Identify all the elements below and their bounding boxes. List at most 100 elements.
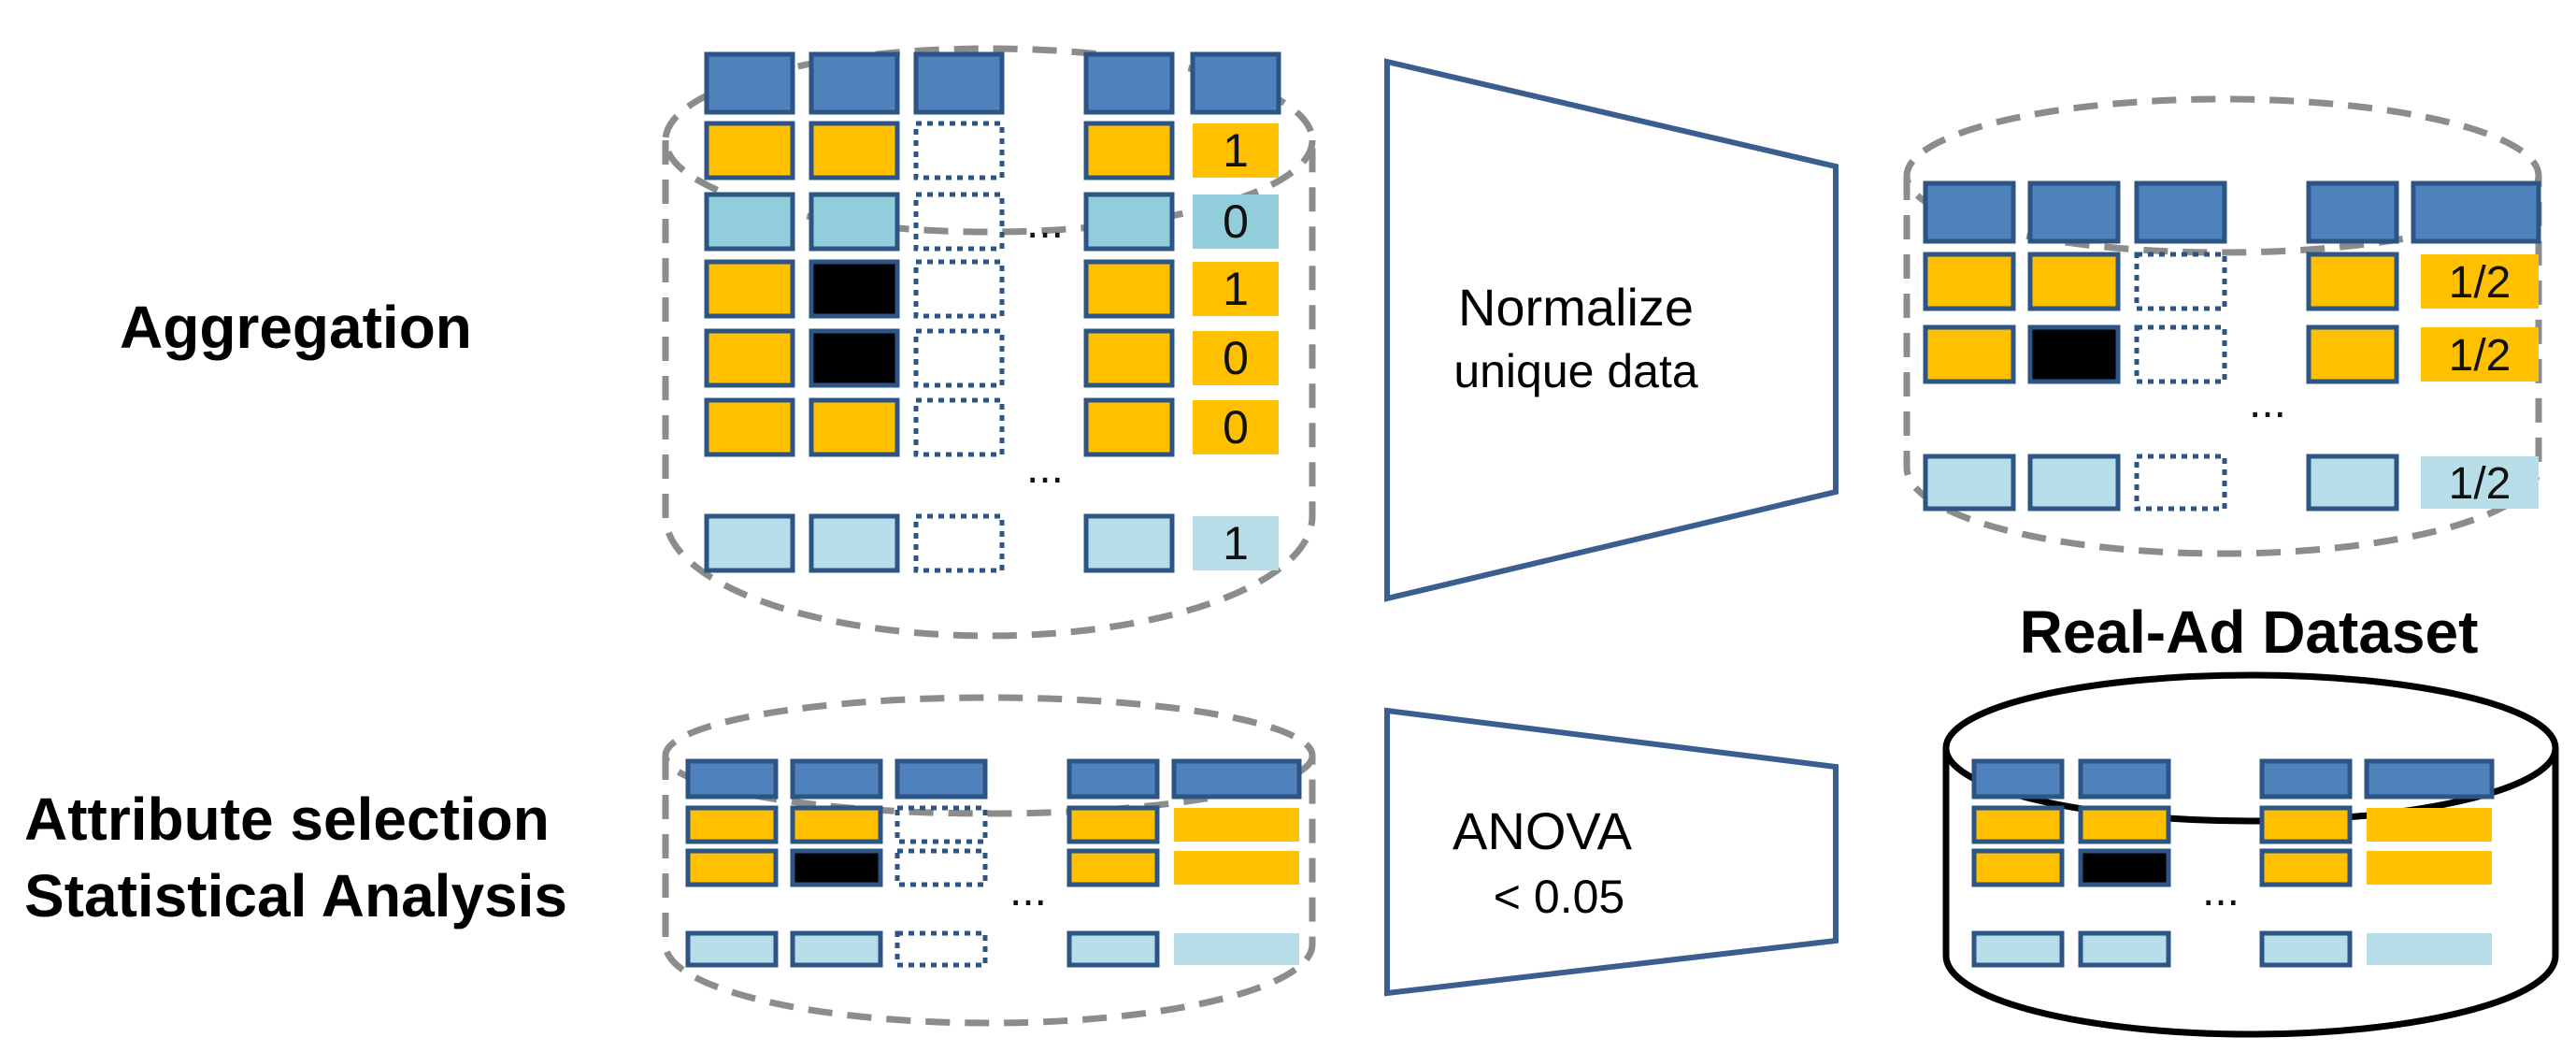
header-cell	[2134, 180, 2227, 244]
anova-funnel: ANOVA < 0.05	[1384, 707, 1839, 997]
data-cell	[2078, 805, 2171, 844]
header-cell	[1083, 51, 1175, 115]
header-cell	[2259, 758, 2353, 800]
table-row: 0	[704, 328, 1279, 388]
value-cell	[2367, 808, 2492, 842]
attribute-selection-database: ...	[662, 694, 1316, 1027]
empty-dotted-cell	[894, 848, 988, 887]
data-cell	[1083, 513, 1175, 573]
data-cell	[1083, 192, 1175, 252]
data-cell	[1066, 930, 1160, 968]
empty-dotted-cell	[2134, 454, 2227, 512]
header-row	[704, 51, 1281, 115]
table-row	[1971, 848, 2492, 887]
table-row: 1/2	[1923, 252, 2539, 311]
statistical-analysis-label: Statistical Analysis	[24, 862, 567, 930]
data-cell	[2306, 252, 2399, 311]
header-cell	[1971, 758, 2065, 800]
empty-dotted-cell	[894, 805, 988, 844]
normalize-funnel: Normalize unique data	[1384, 58, 1839, 602]
data-cell	[1971, 848, 2065, 887]
table-row: 1	[704, 513, 1279, 573]
ellipsis: ...	[1026, 198, 1064, 248]
table-row	[1971, 930, 2492, 968]
empty-dotted-cell	[913, 259, 1005, 319]
value-cell	[1193, 195, 1279, 249]
cylinder-top	[662, 694, 1316, 817]
data-cell	[1923, 252, 2016, 311]
data-cell	[1066, 805, 1160, 844]
header-cell	[1171, 758, 1302, 800]
value-label: 0	[1223, 195, 1249, 248]
funnel-label-line1: ANOVA	[1453, 801, 1633, 860]
data-cell	[1066, 848, 1160, 887]
data-cell	[1083, 259, 1175, 319]
data-cell	[1971, 930, 2065, 968]
table-row	[685, 805, 1299, 844]
empty-dotted-cell	[913, 397, 1005, 457]
attribute-selection-label: Attribute selection	[24, 785, 550, 853]
data-cell	[704, 328, 795, 388]
value-label: 1	[1223, 124, 1249, 177]
value-cell	[2421, 254, 2539, 309]
data-cell	[809, 192, 900, 252]
cylinder-top	[1942, 671, 2559, 825]
real-ad-database: ...	[1942, 671, 2559, 1038]
funnel-shape	[1384, 707, 1839, 997]
header-cell	[704, 51, 795, 115]
header-cell	[809, 51, 900, 115]
cylinder-outline	[662, 756, 1316, 1027]
value-cell	[1174, 808, 1299, 842]
black-cell	[2078, 848, 2171, 887]
data-cell	[1083, 397, 1175, 457]
empty-dotted-cell	[913, 121, 1005, 180]
table-row: 1	[704, 121, 1279, 180]
data-cell	[809, 513, 900, 573]
empty-dotted-cell	[894, 930, 988, 968]
data-cell	[704, 513, 795, 573]
funnel-shape	[1384, 58, 1839, 602]
header-cell	[685, 758, 779, 800]
data-cell	[1971, 805, 2065, 844]
ellipsis: ...	[1026, 443, 1064, 493]
data-cell	[2027, 454, 2121, 512]
data-cell	[685, 848, 779, 887]
empty-dotted-cell	[2134, 324, 2227, 384]
table-row: 0	[704, 397, 1279, 457]
header-cell	[2364, 758, 2495, 800]
data-cell	[704, 121, 795, 180]
black-cell	[809, 259, 900, 319]
data-cell	[809, 121, 900, 180]
header-row	[1971, 758, 2495, 800]
data-cell	[1083, 328, 1175, 388]
data-cell	[790, 805, 883, 844]
table-row: 1/2	[1923, 454, 2539, 512]
data-cell	[2306, 454, 2399, 512]
value-label: 1	[1223, 263, 1249, 315]
black-cell	[2027, 324, 2121, 384]
table-row	[1971, 805, 2492, 844]
table-row	[685, 930, 1299, 968]
data-cell	[704, 192, 795, 252]
value-label: 1/2	[2449, 258, 2512, 308]
empty-dotted-cell	[913, 513, 1005, 573]
value-label: 0	[1223, 332, 1249, 384]
data-cell	[809, 397, 900, 457]
header-cell	[2078, 758, 2171, 800]
table-row: 1/2	[1923, 324, 2539, 384]
value-cell	[1193, 262, 1279, 316]
header-cell	[894, 758, 988, 800]
header-cell	[1066, 758, 1160, 800]
value-cell	[1193, 516, 1279, 570]
table-row	[685, 848, 1299, 887]
header-row	[1923, 180, 2541, 244]
value-cell	[2367, 851, 2492, 885]
black-cell	[790, 848, 883, 887]
data-cell	[704, 259, 795, 319]
data-cell	[685, 805, 779, 844]
aggregation-database: 1 ... 0 1 0	[662, 45, 1316, 640]
table-row: ... 0	[704, 192, 1279, 252]
ellipsis: ...	[1009, 866, 1047, 915]
funnel-label-line2: < 0.05	[1494, 871, 1624, 923]
funnel-label-line2: unique data	[1453, 345, 1698, 397]
